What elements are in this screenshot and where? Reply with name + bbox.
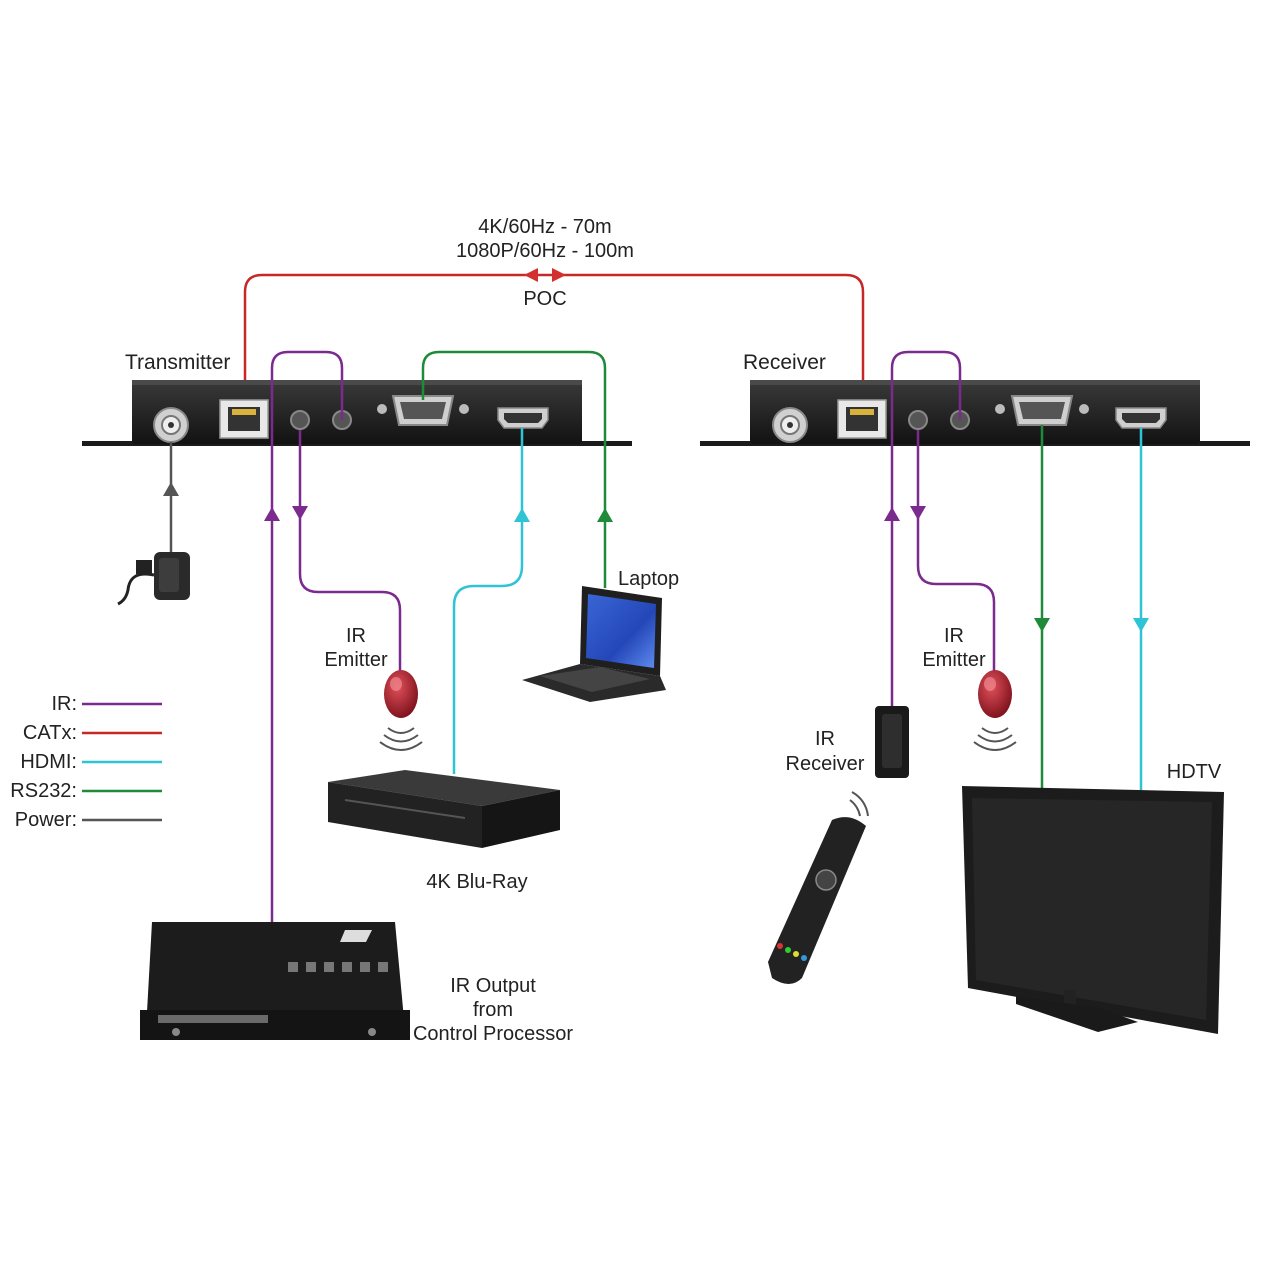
rx-ir-receiver-arrow-icon [884, 507, 900, 521]
tx-ir-in-jack-icon [290, 410, 310, 430]
link-spec-line2: 1080P/60Hz - 100m [456, 240, 634, 262]
tx-ir-emitter-label-1: IR [346, 625, 366, 647]
legend-label: HDMI: [20, 751, 77, 773]
rx-hdmi-port-icon [1115, 407, 1167, 429]
rx-rs232-arrow-icon [1034, 618, 1050, 632]
bluray-label: 4K Blu-Ray [426, 871, 527, 893]
poc-arrow-right-icon [552, 268, 566, 282]
rx-power-port-icon [772, 407, 808, 443]
rx-ir-emitter-label-1: IR [944, 625, 964, 647]
legend-label: RS232: [10, 780, 77, 802]
receiver-unit [700, 380, 1250, 446]
transmitter-unit [82, 380, 632, 446]
hdtv-label: HDTV [1167, 761, 1222, 783]
tx-ir-emitter-cable [298, 430, 402, 672]
tx-ir-emitter-label-2: Emitter [324, 649, 388, 671]
rx-hdmi-arrow-icon [1133, 618, 1149, 632]
legend-label: IR: [51, 693, 77, 715]
link-spec-line1: 4K/60Hz - 70m [478, 216, 611, 238]
tx-rs232-arrow-icon [597, 508, 613, 522]
poc-label: POC [523, 288, 566, 310]
ir-output-label-2: from [473, 999, 513, 1021]
rx-ir-emitter-cable [916, 430, 996, 672]
rx-rs232-port-icon [995, 395, 1089, 426]
control-processor-icon [140, 922, 410, 1040]
rx-ir-in-jack-icon [908, 410, 928, 430]
rx-ir-emitter-arrow-icon [910, 506, 926, 520]
poc-arrow-left-icon [524, 268, 538, 282]
tx-power-port-icon [153, 407, 189, 443]
rx-ir-emitter-icon [973, 670, 1017, 751]
legend-label: Power: [15, 809, 77, 831]
tx-hdmi-port-icon [497, 407, 549, 429]
rx-ir-loop-cable [890, 350, 962, 710]
tx-ir-emitter-icon [379, 670, 423, 751]
tx-hdmi-cable [452, 428, 524, 774]
receiver-title: Receiver [743, 351, 826, 374]
ir-receiver-label-2: Receiver [786, 753, 865, 775]
bluray-player-icon [328, 770, 560, 848]
tx-ir-loop-cable [270, 350, 344, 512]
power-arrow-icon [163, 482, 179, 496]
ir-receiver-icon [875, 706, 909, 778]
ir-receiver-label-1: IR [815, 728, 835, 750]
legend: IR: CATx: HDMI: RS232: Power: [10, 693, 162, 831]
tx-rs232-port-icon [377, 395, 469, 426]
rx-ir-emitter-label-2: Emitter [922, 649, 986, 671]
transmitter-title: Transmitter [125, 351, 230, 374]
tx-hdmi-arrow-icon [514, 508, 530, 522]
remote-control-icon [768, 791, 869, 984]
ir-output-arrow-icon [264, 507, 280, 521]
ir-output-label-3: Control Processor [413, 1023, 573, 1045]
hdtv-icon [962, 786, 1224, 1034]
tx-ir-emitter-arrow-icon [292, 506, 308, 520]
power-adapter-icon [117, 552, 190, 606]
laptop-label: Laptop [618, 568, 679, 590]
tx-rs232-loop-cable [421, 350, 607, 588]
laptop-icon [522, 586, 666, 702]
ir-output-label-1: IR Output [450, 975, 536, 997]
rx-rj45-port-icon [837, 399, 887, 439]
legend-label: CATx: [23, 722, 77, 744]
tx-rj45-port-icon [219, 399, 269, 439]
